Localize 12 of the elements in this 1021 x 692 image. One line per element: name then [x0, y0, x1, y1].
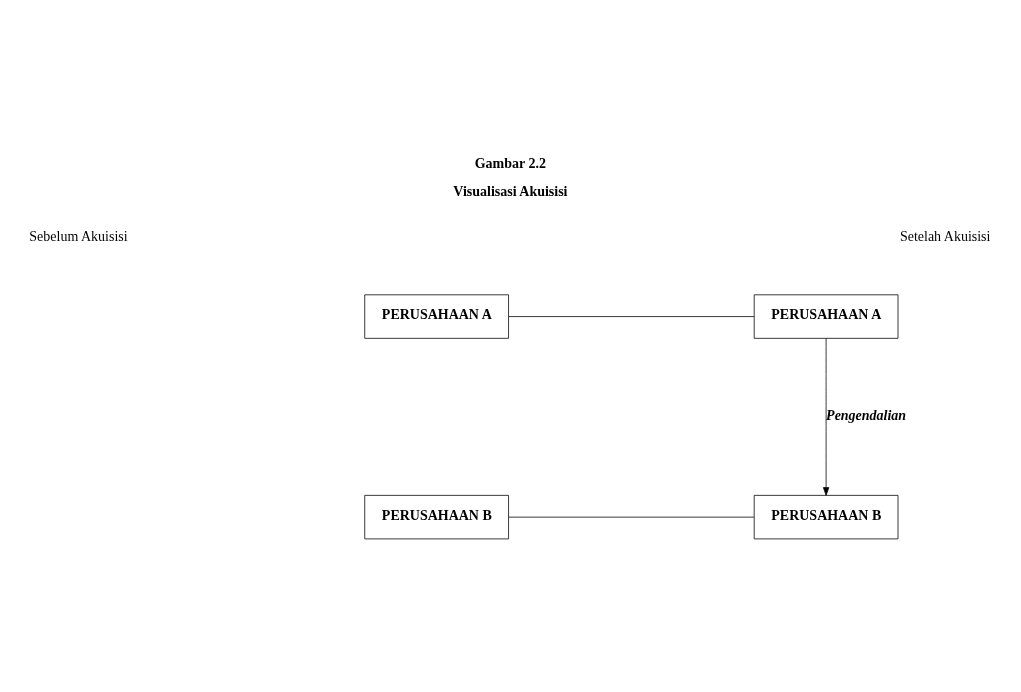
arrow — [823, 337, 830, 496]
node-box: PERUSAHAAN A — [364, 293, 509, 339]
node-box: PERUSAHAAN B — [364, 494, 509, 539]
node-box: PERUSAHAAN B — [753, 494, 899, 539]
edge-label: Pengendalian — [826, 406, 907, 422]
diagram-title: Gambar 2.2 — [474, 155, 546, 171]
connector — [508, 516, 755, 517]
label: Sebelum Akuisisi — [29, 228, 128, 244]
label: Setelah Akuisisi — [899, 228, 991, 244]
connector — [508, 315, 755, 317]
caption: Visualisasi Akuisisi — [453, 183, 568, 199]
node-box: PERUSAHAAN A — [753, 293, 899, 339]
